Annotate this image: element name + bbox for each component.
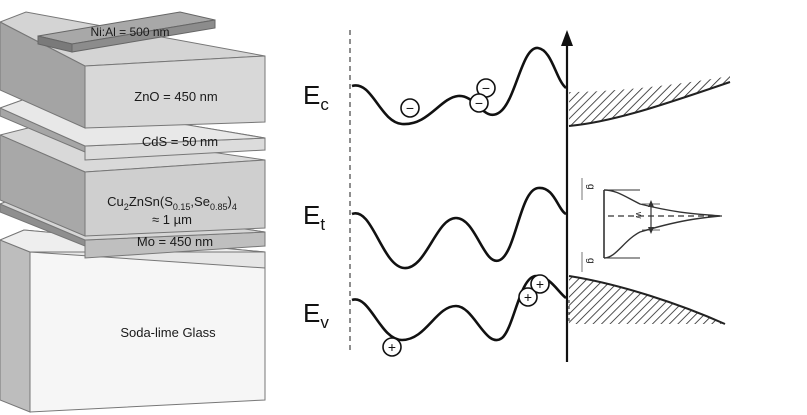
svg-text:+: + [388,339,396,355]
cds-label: CdS = 50 nm [142,134,218,149]
hole-3: + [530,274,550,294]
layer-stack: Soda-lime Glass Mo = 450 nm Cu2ZnSn(S0.1… [0,11,266,413]
electron-3: − [469,93,489,113]
ec-curve [351,46,567,126]
svg-text:−: − [475,95,483,111]
gaussian-curve [603,189,721,259]
svg-text:−: − [482,80,490,96]
dos-label-upper: g [585,184,596,190]
band-diagram: Ec Et Ev − − − + + [303,30,731,362]
czts-thickness-label: ≈ 1 µm [152,212,192,227]
zno-label: ZnO = 450 nm [134,89,217,104]
cb-tail-hatch [569,76,730,126]
band-label-ec: Ec [303,80,329,114]
dos-label-lower: g [585,258,596,264]
vb-tail-curve [568,275,726,325]
electron-1: − [400,98,420,118]
vb-tail-hatch [569,276,725,324]
dos-width-label: w [634,211,644,219]
svg-text:−: − [406,100,414,116]
layer-niai: Ni:Al = 500 nm [37,11,216,53]
hole-1: + [382,337,402,357]
cb-tail-curve [568,81,731,127]
hole-2: + [518,287,538,307]
band-label-et: Et [303,200,325,234]
defect-dos: g g w [581,178,722,272]
niai-label: Ni:Al = 500 nm [90,25,169,39]
axis-arrow-icon [561,30,573,46]
layer-glass: Soda-lime Glass [0,229,266,413]
svg-text:+: + [536,276,544,292]
mo-label: Mo = 450 nm [137,234,213,249]
band-label-ev: Ev [303,298,329,332]
et-curve [351,186,567,270]
czts-label: Cu2ZnSn(S0.15,Se0.85)4 [107,194,237,212]
svg-text:+: + [524,289,532,305]
glass-label: Soda-lime Glass [120,325,216,340]
